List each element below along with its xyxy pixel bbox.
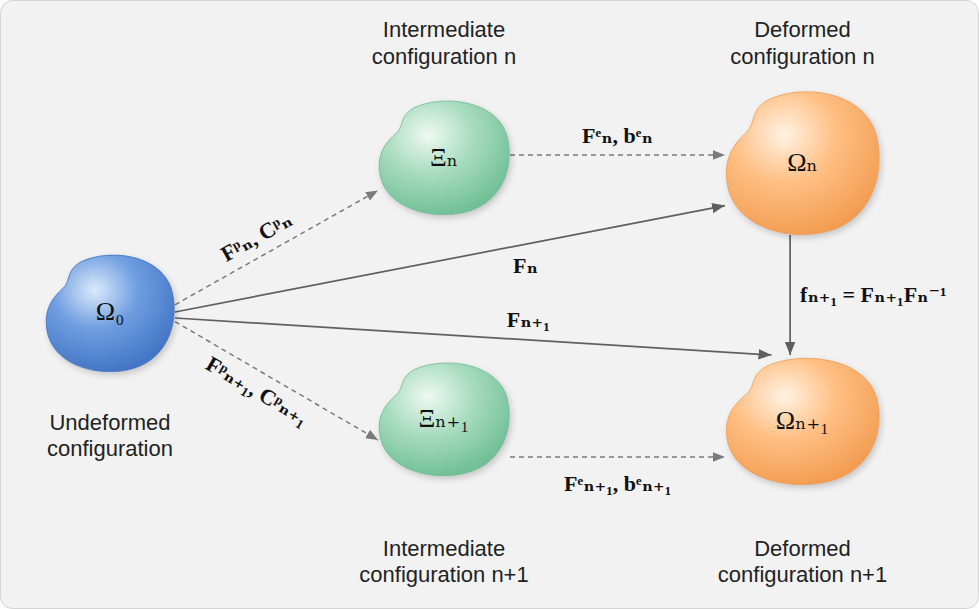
configuration-blob: Intermediate configuration nΞₙ xyxy=(378,98,510,215)
configuration-caption: Deformed configuration n+1 xyxy=(703,536,903,589)
configuration-symbol: Ξₙ₊₁ xyxy=(419,403,470,434)
blob-outline xyxy=(726,358,879,484)
configuration-caption: Undeformed configuration xyxy=(10,410,210,463)
configuration-blob: Deformed configuration nΩₙ xyxy=(725,88,880,235)
dashed-mapping-arrow xyxy=(510,456,725,458)
blob-outline xyxy=(726,92,879,235)
configuration-symbol: Ξₙ xyxy=(430,141,458,172)
transformation-label: Fₙ₊₁ xyxy=(507,307,550,333)
mapping-arrow xyxy=(789,235,791,355)
dashed-mapping-arrow xyxy=(175,190,378,304)
configuration-blob: Ξₙ₊₁Intermediate configuration n+1 xyxy=(378,360,510,476)
configuration-caption: Intermediate configuration n+1 xyxy=(344,536,544,589)
dashed-mapping-arrow xyxy=(510,154,725,156)
configuration-blob: Ωₙ₊₁Deformed configuration n+1 xyxy=(725,355,880,485)
transformation-label: Fᵖₙ₊₁, Cᵖₙ₊₁ xyxy=(201,351,313,431)
configuration-symbol: Ω₀ xyxy=(96,297,124,327)
blob-outline xyxy=(379,363,509,476)
configuration-symbol: Ωₙ₊₁ xyxy=(776,405,829,436)
mapping-arrow xyxy=(175,206,725,312)
blob-outline xyxy=(46,255,174,372)
configuration-symbol: Ωₙ xyxy=(787,146,818,177)
transformation-label: Fᵉₙ₊₁, bᵉₙ₊₁ xyxy=(564,471,671,497)
configuration-blob: Ω₀Undeformed configuration xyxy=(45,252,175,372)
transformation-label: fₙ₊₁ = Fₙ₊₁Fₙ⁻¹ xyxy=(800,282,947,308)
dashed-mapping-arrow xyxy=(175,322,378,440)
configuration-caption: Deformed configuration n xyxy=(703,17,903,70)
transformation-label: Fᵖₙ, Cᵖₙ xyxy=(217,206,297,267)
transformation-label: Fᵉₙ, bᵉₙ xyxy=(582,123,653,149)
configuration-caption: Intermediate configuration n xyxy=(344,17,544,70)
mapping-arrow xyxy=(175,318,772,355)
blob-outline xyxy=(379,101,509,215)
transformation-label: Fₙ xyxy=(513,253,538,279)
